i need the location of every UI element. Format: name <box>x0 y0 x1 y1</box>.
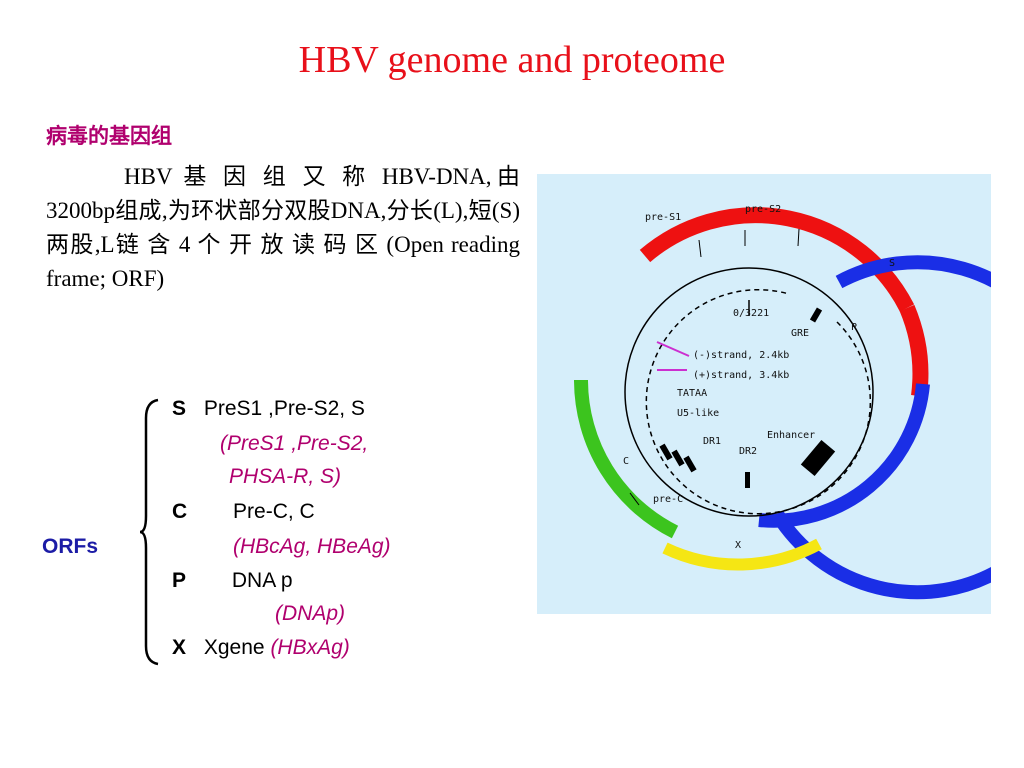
c-orf-arc <box>574 379 679 539</box>
orf-products: (DNAp) <box>275 602 346 625</box>
orf-genes: Xgene <box>203 636 265 659</box>
p-orf-arc <box>771 255 1024 600</box>
label-c: C <box>623 456 629 467</box>
orf-s-row: S PreS1 ,Pre-S2, S <box>172 397 365 421</box>
label-p: P <box>851 322 857 333</box>
orf-letter: P <box>172 569 187 592</box>
orfs-label: ORFs <box>42 535 99 558</box>
label-origin: 0/3221 <box>733 308 769 319</box>
label-tataa: TATAA <box>677 388 707 399</box>
x-orf-arc <box>662 538 822 571</box>
hbv-genome-diagram: pre-S1 pre-S2 S 0/3221 GRE P (-)strand, … <box>537 174 1024 614</box>
orf-c-products-row: (HBcAg, HBeAg) <box>233 535 391 559</box>
label-minus-strand: (-)strand, 2.4kb <box>693 350 789 361</box>
label-pre-s2: pre-S2 <box>745 204 781 215</box>
curly-brace-icon <box>139 398 159 666</box>
section-heading: 病毒的基因组 <box>46 124 172 148</box>
label-dr1: DR1 <box>703 436 721 447</box>
label-s: S <box>889 258 895 269</box>
label-dr2: DR2 <box>739 446 757 457</box>
label-x: X <box>735 540 741 551</box>
label-gre: GRE <box>791 328 809 339</box>
s-orf-arc <box>639 207 915 312</box>
genome-map-svg: pre-S1 pre-S2 S 0/3221 GRE P (-)strand, … <box>574 204 1024 600</box>
label-u5-like: U5-like <box>677 408 719 419</box>
minus-strand-circle <box>624 267 874 517</box>
orf-products: (PreS1 ,Pre-S2, <box>220 432 369 455</box>
orf-genes: DNA p <box>231 569 293 592</box>
label-enhancer: Enhancer <box>767 430 815 441</box>
orf-p-row: P DNA p <box>172 569 293 593</box>
orf-letter: C <box>172 500 188 523</box>
orf-products: (HBxAg) <box>270 636 350 659</box>
slide-title: HBV genome and proteome <box>298 39 726 81</box>
s-orf-arc-end <box>899 304 929 398</box>
orf-p-products-row: (DNAp) <box>275 602 345 626</box>
orf-s-products-line2: PHSA-R, S) <box>229 465 341 489</box>
orf-s-products-line1: (PreS1 ,Pre-S2, <box>220 432 368 456</box>
description-paragraph: HBV 基 因 组 又 称 HBV-DNA,由3200bp组成,为环状部分双股D… <box>46 164 520 291</box>
orf-genes: Pre-C, C <box>233 500 315 523</box>
label-pre-c: pre-C <box>653 494 683 505</box>
p-orf-arc-lower <box>758 383 930 528</box>
plus-strand-arc <box>645 289 872 515</box>
orf-x-row: X Xgene (HBxAg) <box>172 636 350 660</box>
orf-letter: X <box>172 636 187 659</box>
orf-products: PHSA-R, S) <box>229 465 342 488</box>
orf-c-row: C Pre-C, C <box>172 500 315 524</box>
label-plus-strand: (+)strand, 3.4kb <box>693 370 789 381</box>
orf-letter: S <box>172 397 187 420</box>
label-pre-s1: pre-S1 <box>645 212 681 223</box>
orf-products: (HBcAg, HBeAg) <box>233 535 391 558</box>
orf-genes: PreS1 ,Pre-S2, S <box>203 397 365 420</box>
